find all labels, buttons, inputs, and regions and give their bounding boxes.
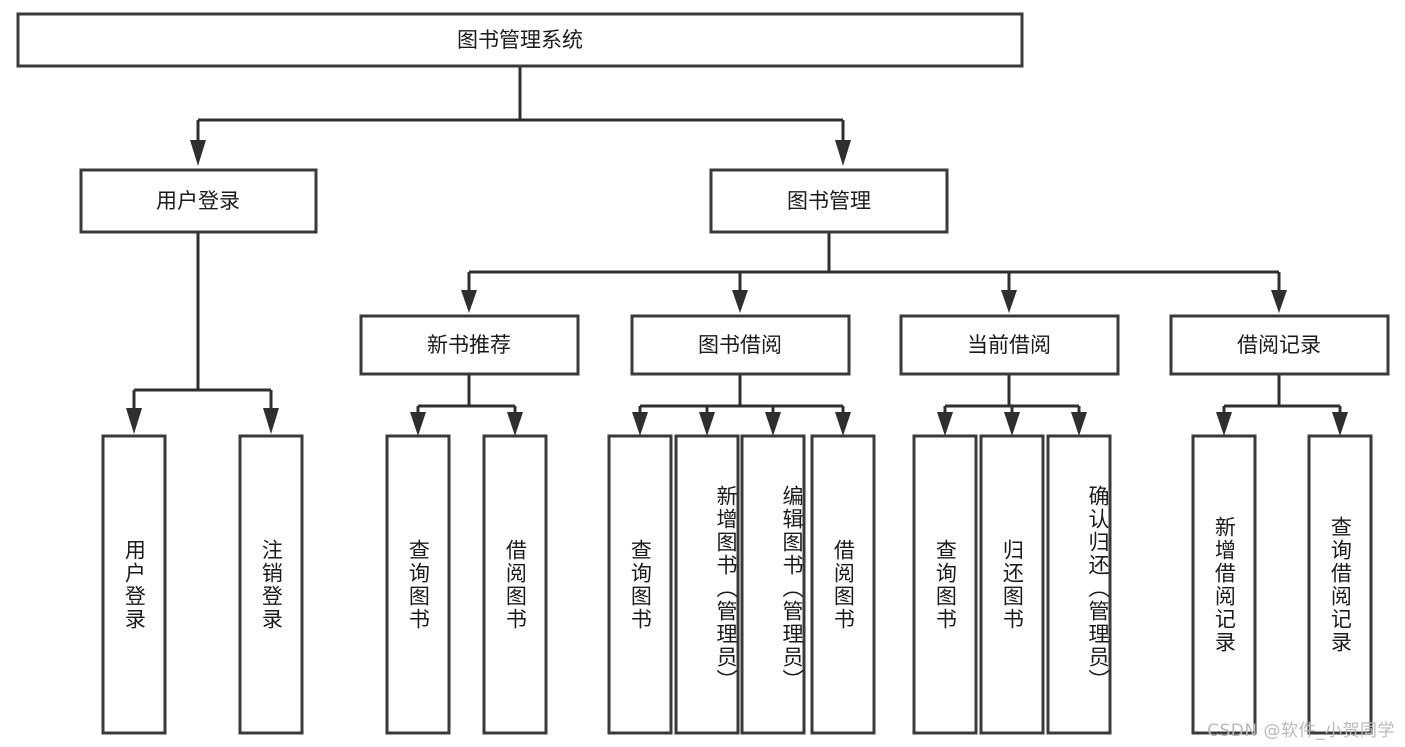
node-root[interactable]: 图书管理系统: [16, 12, 1024, 68]
leaf-box-user-login[interactable]: [101, 434, 167, 735]
connector-borrow-to-leaves: [632, 375, 851, 436]
leaf-box-return-book[interactable]: [979, 434, 1045, 735]
connector-login-to-leaves: [126, 232, 279, 434]
node-user-login[interactable]: 用户登录: [79, 168, 318, 234]
connector-records-to-leaves: [1216, 375, 1348, 436]
node-current-borrow[interactable]: 当前借阅: [899, 314, 1120, 376]
leaf-box-query-record[interactable]: [1307, 434, 1373, 735]
leaf-box-user-logout[interactable]: [238, 434, 304, 735]
watermark-text: CSDN @软件_小贺同学: [1207, 721, 1395, 741]
node-root-label: 图书管理系统: [457, 28, 583, 52]
leaf-box-borrow-book-2[interactable]: [810, 434, 876, 735]
node-borrow-records-label: 借阅记录: [1237, 333, 1321, 357]
leaf-box-query-book-3[interactable]: [912, 434, 978, 735]
node-current-borrow-label: 当前借阅: [967, 333, 1051, 357]
node-book-borrow-label: 图书借阅: [698, 333, 782, 357]
connector-root-to-level2: [190, 66, 851, 166]
node-new-book-recommend[interactable]: 新书推荐: [359, 314, 580, 376]
node-new-book-recommend-label: 新书推荐: [427, 333, 511, 357]
leaf-box-borrow-book-1[interactable]: [482, 434, 548, 735]
connector-newbook-to-leaves: [410, 375, 523, 436]
leaf-box-query-book-1[interactable]: [385, 434, 451, 735]
node-book-management-label: 图书管理: [787, 189, 871, 213]
leaf-box-query-book-2[interactable]: [607, 434, 673, 735]
connector-bookmgmt-to-level3: [461, 232, 1287, 313]
connector-current-to-leaves: [937, 375, 1087, 436]
node-book-management[interactable]: 图书管理: [709, 168, 949, 234]
node-book-borrow[interactable]: 图书借阅: [630, 314, 851, 376]
leaf-box-confirm-return[interactable]: [1046, 434, 1112, 735]
node-borrow-records[interactable]: 借阅记录: [1169, 314, 1390, 376]
leaf-box-edit-book[interactable]: [740, 434, 806, 735]
leaf-box-add-book[interactable]: [674, 434, 740, 735]
leaf-box-add-record[interactable]: [1191, 434, 1257, 735]
node-user-login-label: 用户登录: [156, 189, 240, 213]
